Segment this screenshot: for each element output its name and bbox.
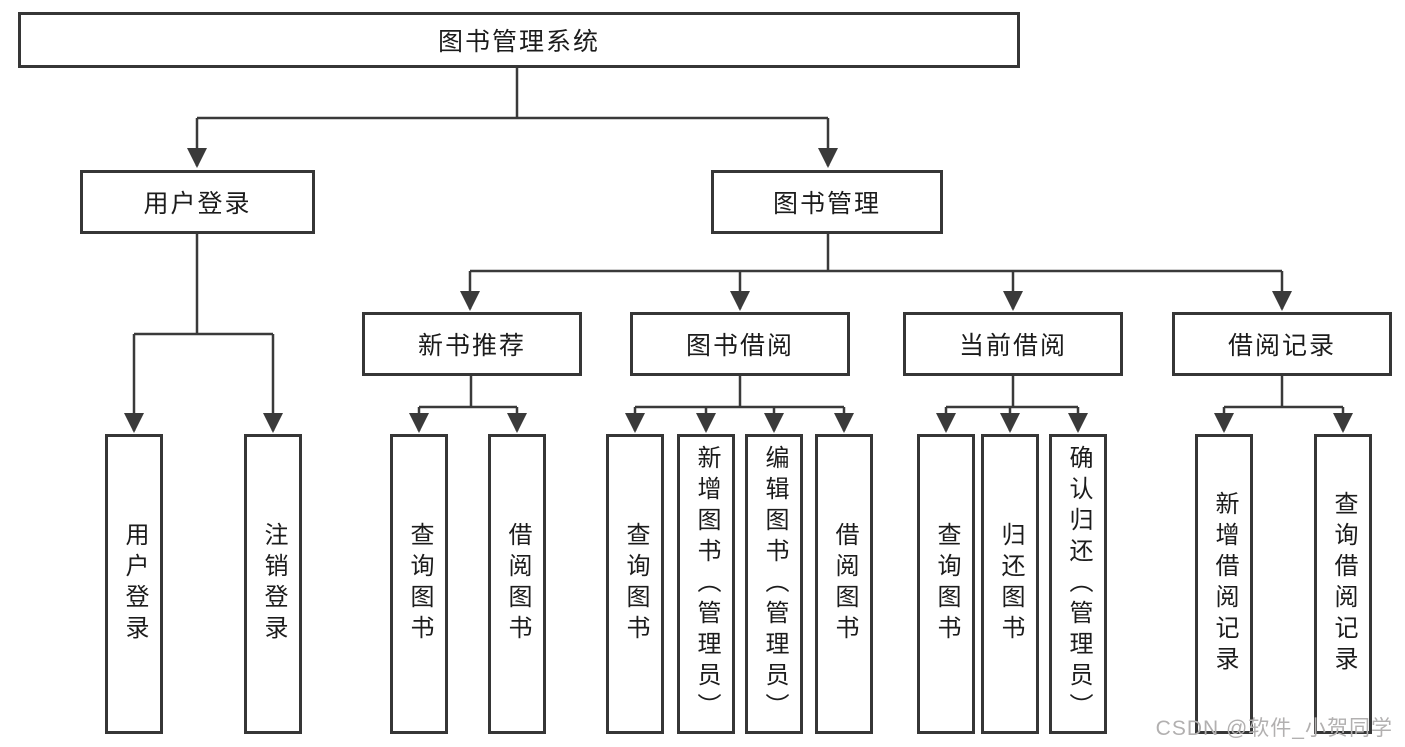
node-label: 图书借阅: [685, 332, 794, 360]
node-user-login: 用户登录: [80, 170, 315, 234]
node-label: 新书推荐: [417, 332, 526, 360]
node-label: 新增借阅记录: [1211, 491, 1238, 677]
node-label: 图书管理系统: [437, 28, 600, 56]
node-label: 借阅图书: [504, 522, 531, 646]
node-borrowing-records: 借阅记录: [1172, 312, 1392, 376]
node-query-books-recommend: 查询图书: [390, 434, 448, 734]
node-label: 归还图书: [997, 522, 1024, 646]
node-label: 确认归还（管理员）: [1065, 444, 1092, 724]
node-label: 查询图书: [933, 522, 960, 646]
node-label: 新增图书（管理员）: [693, 444, 720, 724]
node-new-book-recommendation: 新书推荐: [362, 312, 582, 376]
node-book-management: 图书管理: [711, 170, 943, 234]
node-label: 图书管理: [772, 190, 881, 218]
node-borrow-books-recommend: 借阅图书: [488, 434, 546, 734]
node-label: 查询图书: [406, 522, 433, 646]
node-label: 查询借阅记录: [1330, 491, 1357, 677]
node-query-borrow-record: 查询借阅记录: [1314, 434, 1372, 734]
node-logout: 注销登录: [244, 434, 302, 734]
node-current-borrowing: 当前借阅: [903, 312, 1123, 376]
node-label: 注销登录: [260, 522, 287, 646]
node-user-login-leaf: 用户登录: [105, 434, 163, 734]
node-label: 当前借阅: [958, 332, 1067, 360]
node-label: 用户登录: [121, 522, 148, 646]
node-add-borrow-record: 新增借阅记录: [1195, 434, 1253, 734]
node-confirm-return-admin: 确认归还（管理员）: [1049, 434, 1107, 734]
node-query-books-current: 查询图书: [917, 434, 975, 734]
watermark: CSDN @软件_小贺同学: [1155, 717, 1393, 740]
node-library-management-system: 图书管理系统: [18, 12, 1020, 68]
node-label: 用户登录: [143, 190, 252, 218]
node-add-books-admin: 新增图书（管理员）: [677, 434, 735, 734]
node-label: 借阅图书: [831, 522, 858, 646]
node-borrow-books-borrowing: 借阅图书: [815, 434, 873, 734]
node-query-books-borrowing: 查询图书: [606, 434, 664, 734]
node-label: 编辑图书（管理员）: [761, 444, 788, 724]
node-label: 查询图书: [622, 522, 649, 646]
node-return-books: 归还图书: [981, 434, 1039, 734]
node-book-borrowing: 图书借阅: [630, 312, 850, 376]
node-edit-books-admin: 编辑图书（管理员）: [745, 434, 803, 734]
node-label: 借阅记录: [1227, 332, 1336, 360]
